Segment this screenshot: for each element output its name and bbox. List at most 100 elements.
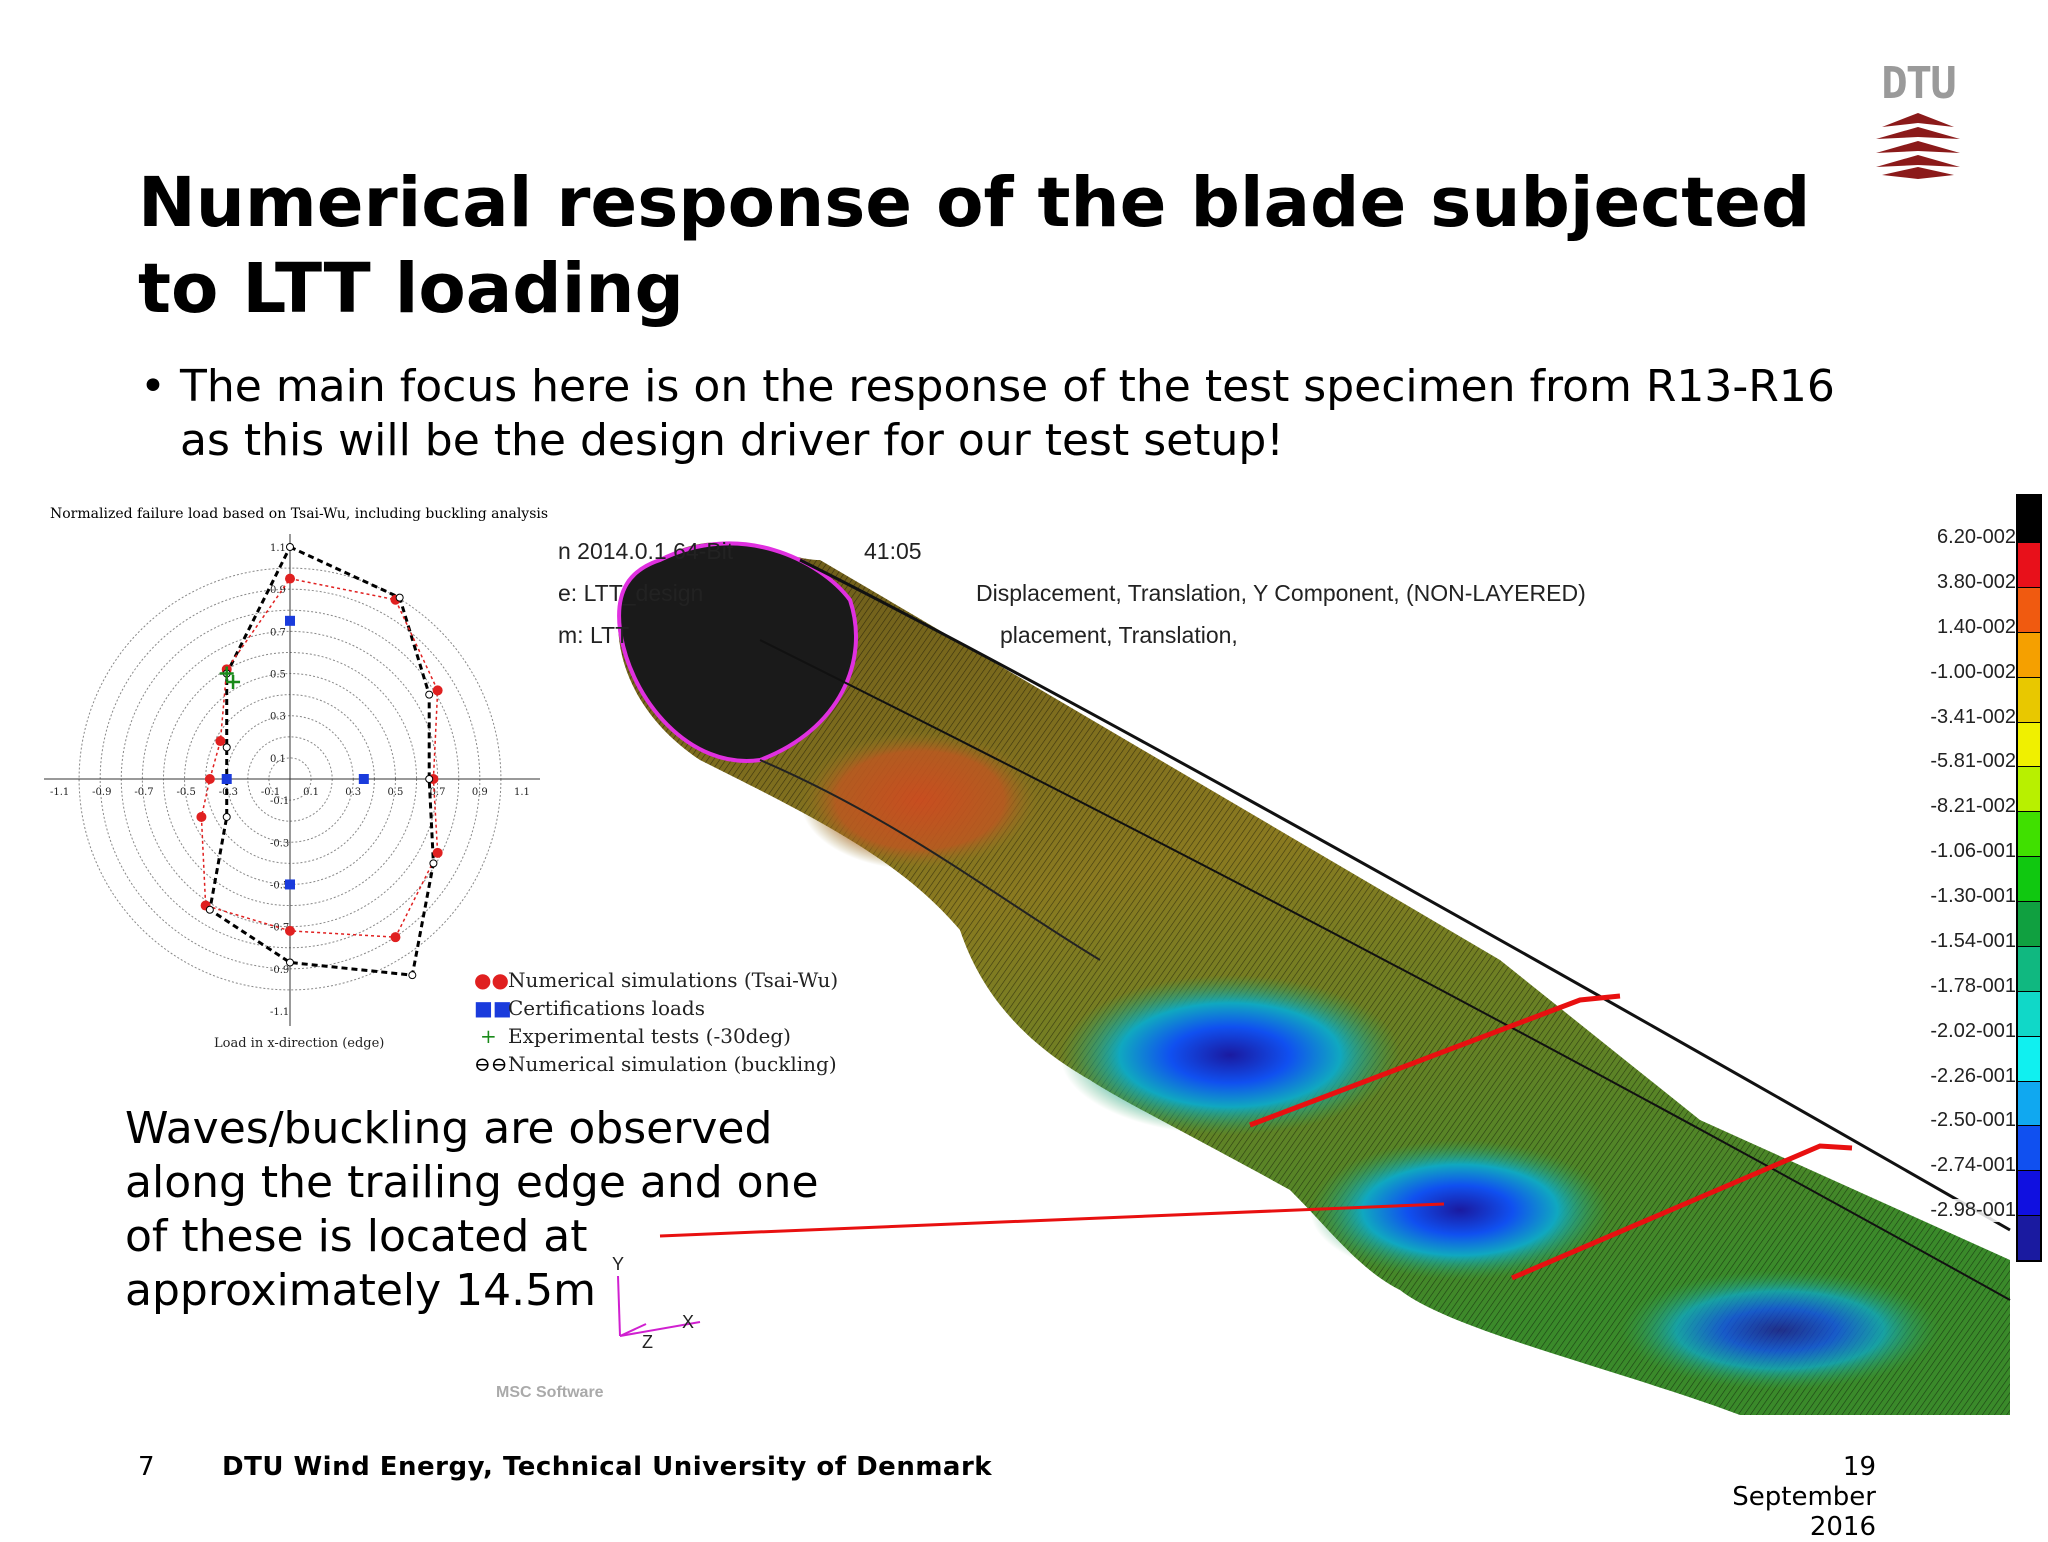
y-tick-label: -0.7 — [270, 923, 289, 934]
y-tick-label: 0.3 — [270, 712, 286, 723]
x-tick-label: -0.5 — [177, 787, 196, 798]
y-tick-label: 0.9 — [270, 585, 286, 596]
x-tick-label: -1.1 — [50, 787, 69, 798]
tsai-wu-point — [196, 811, 207, 822]
x-tick-label: 1.1 — [514, 787, 530, 798]
colorbar-label: 3.80-002 — [1937, 570, 2016, 594]
polar-plot: -1.1 -0.9 -0.7 -0.5 -0.3 -0.1 0.1 0.3 0.5 0.7 0.9 1… — [44, 534, 540, 1026]
fea-header-result: Displacement, Translation, Y Component, … — [976, 580, 1586, 606]
legend-item-experimental: +Experimental tests (-30deg) — [474, 1024, 791, 1048]
y-tick-label: -0.1 — [270, 796, 289, 807]
buckling-point — [429, 859, 438, 868]
blade-body — [617, 541, 2011, 1415]
colorbar-segment — [2018, 631, 2040, 677]
buckling-point — [222, 812, 231, 821]
y-tick-label: -1.1 — [270, 1007, 289, 1018]
experimental-point — [226, 674, 241, 689]
colorbar-label: -2.98-001 — [1930, 1199, 2016, 1223]
experimental-point — [219, 666, 234, 681]
colorbar-label: -2.50-001 — [1930, 1109, 2016, 1133]
x-tick-label: -0.7 — [134, 787, 153, 798]
polar-legend: ●●Numerical simulations (Tsai-Wu) ■■Cert… — [474, 968, 854, 1088]
green-plus-icon: + — [480, 1024, 497, 1048]
x-tick-label: -0.3 — [219, 787, 238, 798]
x-tick-label: 0.7 — [430, 787, 446, 798]
colorbar-segment — [2018, 1170, 2040, 1216]
fea-header-form-result: placement, Translation, — [1000, 622, 1238, 648]
colorbar-top — [2018, 496, 2040, 542]
polar-plot-title: Normalized failure load based on Tsai-Wu… — [50, 506, 549, 522]
bullet-marker: • — [140, 361, 166, 412]
tsai-wu-point — [285, 925, 295, 936]
bullet-text: The main focus here is on the response o… — [180, 361, 1835, 466]
colorbar-label: -3.41-002 — [1930, 705, 2016, 729]
msc-software-mark: MSC Software — [496, 1384, 604, 1401]
colorbar-label: -1.78-001 — [1930, 974, 2016, 998]
colorbar-label: 6.20-002 — [1937, 526, 2016, 549]
y-tick-label: 0.1 — [270, 754, 286, 765]
buckling-point — [408, 971, 417, 980]
fea-header-time: 41:05 — [864, 538, 922, 564]
open-circle-icon: ⊖⊖ — [474, 1052, 508, 1076]
buckling-point — [286, 543, 294, 551]
fea-header-form: m: LTT — [558, 622, 630, 648]
colorbar-segment — [2018, 811, 2040, 857]
colorbar-label: -2.02-001 — [1930, 1019, 2016, 1043]
buckling-point — [205, 905, 214, 914]
legend-item-certification: ■■Certifications loads — [474, 996, 706, 1020]
colorbar-label: -2.26-001 — [1930, 1064, 2016, 1088]
colorbar-segment — [2018, 1215, 2040, 1260]
y-tick-label: -0.3 — [270, 838, 289, 849]
axis-label-y: Y — [612, 1254, 625, 1274]
colorbar-segment — [2018, 721, 2040, 767]
colorbar-label: -1.00-002 — [1930, 660, 2016, 684]
buckling-point — [425, 690, 434, 699]
colorbar-segment — [2018, 945, 2040, 991]
y-tick-label: -0.5 — [270, 880, 289, 891]
coordinate-triad — [617, 1275, 701, 1337]
y-tick-label: 0.7 — [270, 627, 286, 638]
y-tick-label: 0.5 — [270, 670, 286, 681]
colorbar-segment — [2018, 586, 2040, 632]
buckling-point — [222, 743, 231, 752]
tsai-wu-point — [432, 685, 443, 696]
colorbar-segment — [2018, 1080, 2040, 1126]
x-tick-label: 0.5 — [387, 787, 403, 798]
red-section-lines — [1249, 993, 1853, 1281]
colorbar-segment — [2018, 676, 2040, 722]
colorbar-label: -1.06-001 — [1930, 840, 2016, 864]
tsai-wu-point — [390, 932, 401, 943]
colorbar-segment — [2018, 1125, 2040, 1171]
fea-blade-contour — [617, 541, 2011, 1415]
red-dot-icon: ●● — [474, 968, 509, 992]
legend-item-buckling: ⊖⊖Numerical simulation (buckling) — [474, 1052, 837, 1076]
tsai-wu-point — [204, 774, 215, 784]
certification-point — [358, 774, 369, 784]
x-tick-label: -0.1 — [261, 787, 280, 798]
colorbar-segment — [2018, 990, 2040, 1036]
certification-point — [285, 879, 295, 890]
blue-square-icon: ■■ — [474, 996, 512, 1020]
x-tick-label: 0.3 — [345, 787, 361, 798]
tsai-wu-point — [215, 736, 226, 747]
tsai-wu-series-line — [200, 577, 439, 938]
colorbar-segment — [2018, 766, 2040, 812]
legend-item-tsai-wu: ●●Numerical simulations (Tsai-Wu) — [474, 968, 839, 992]
colorbar-label: 1.40-002 — [1937, 615, 2016, 639]
x-tick-label: 0.9 — [472, 787, 488, 798]
colorbar-label: -5.81-002 — [1930, 750, 2016, 774]
dtu-logo: DTU — [1872, 58, 1964, 188]
buckling-series-line — [208, 545, 435, 977]
axis-label-z: Z — [642, 1332, 653, 1352]
footer-date: 19 September 2016 — [1732, 1452, 1876, 1542]
colorbar-label: -8.21-002 — [1930, 795, 2016, 819]
y-tick-label: -0.9 — [270, 965, 289, 976]
buckling-point — [395, 593, 404, 602]
certification-point — [221, 774, 232, 784]
tsai-wu-point — [285, 573, 295, 584]
footer-organization: DTU Wind Energy, Technical University of… — [222, 1452, 993, 1482]
colorbar-segment — [2018, 542, 2040, 587]
colorbar-label: -1.30-001 — [1930, 885, 2016, 908]
logo-text: DTU — [1881, 58, 1956, 109]
buckling-point — [286, 958, 294, 967]
